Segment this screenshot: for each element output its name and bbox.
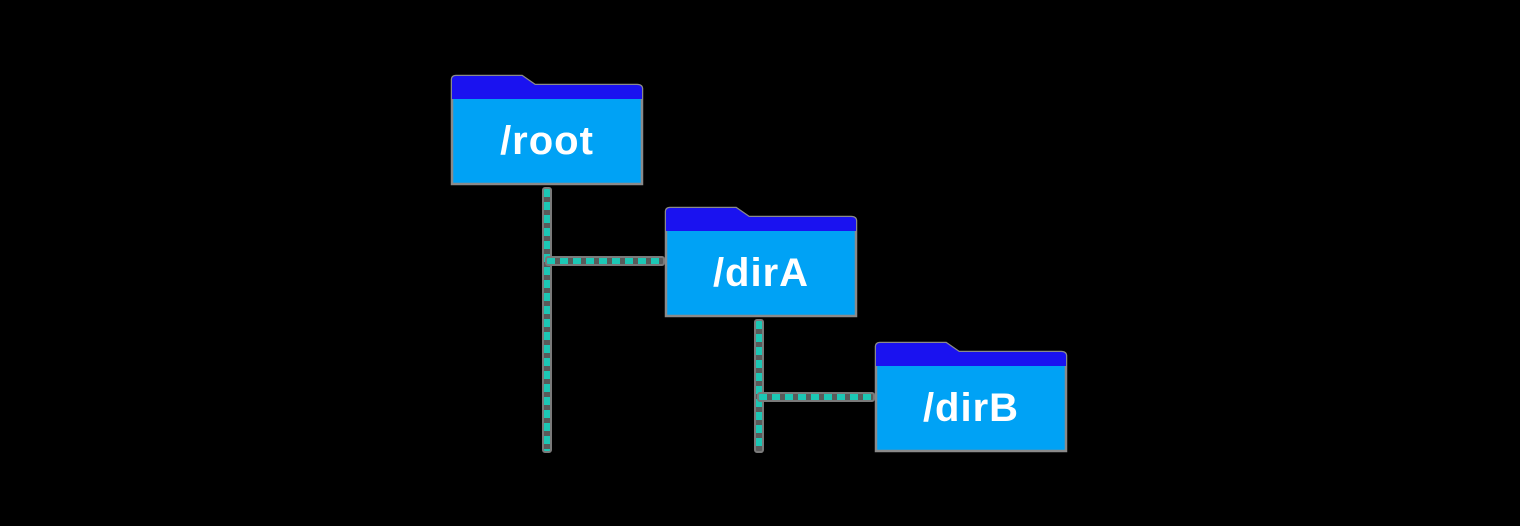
- connector-root-trunk: [542, 187, 552, 453]
- folder-icon: [664, 206, 858, 318]
- folder-node-root: /root: [449, 73, 645, 187]
- folder-tab-shape: [876, 343, 1066, 366]
- folder-node-dirb: /dirB: [873, 340, 1069, 454]
- connector-dira-trunk: [754, 319, 764, 453]
- folder-tab-shape: [666, 208, 856, 231]
- folder-label-dirb: /dirB: [922, 386, 1020, 430]
- folder-icon: [450, 74, 644, 186]
- folder-label-root: /root: [500, 119, 594, 163]
- folder-label-dira: /dirA: [712, 251, 810, 295]
- connector-dira-to-dirb: [757, 392, 875, 402]
- folder-node-dira: /dirA: [663, 205, 859, 319]
- connector-root-to-dira: [545, 256, 665, 266]
- folder-icon: [874, 341, 1068, 453]
- folder-tab-shape: [452, 76, 642, 99]
